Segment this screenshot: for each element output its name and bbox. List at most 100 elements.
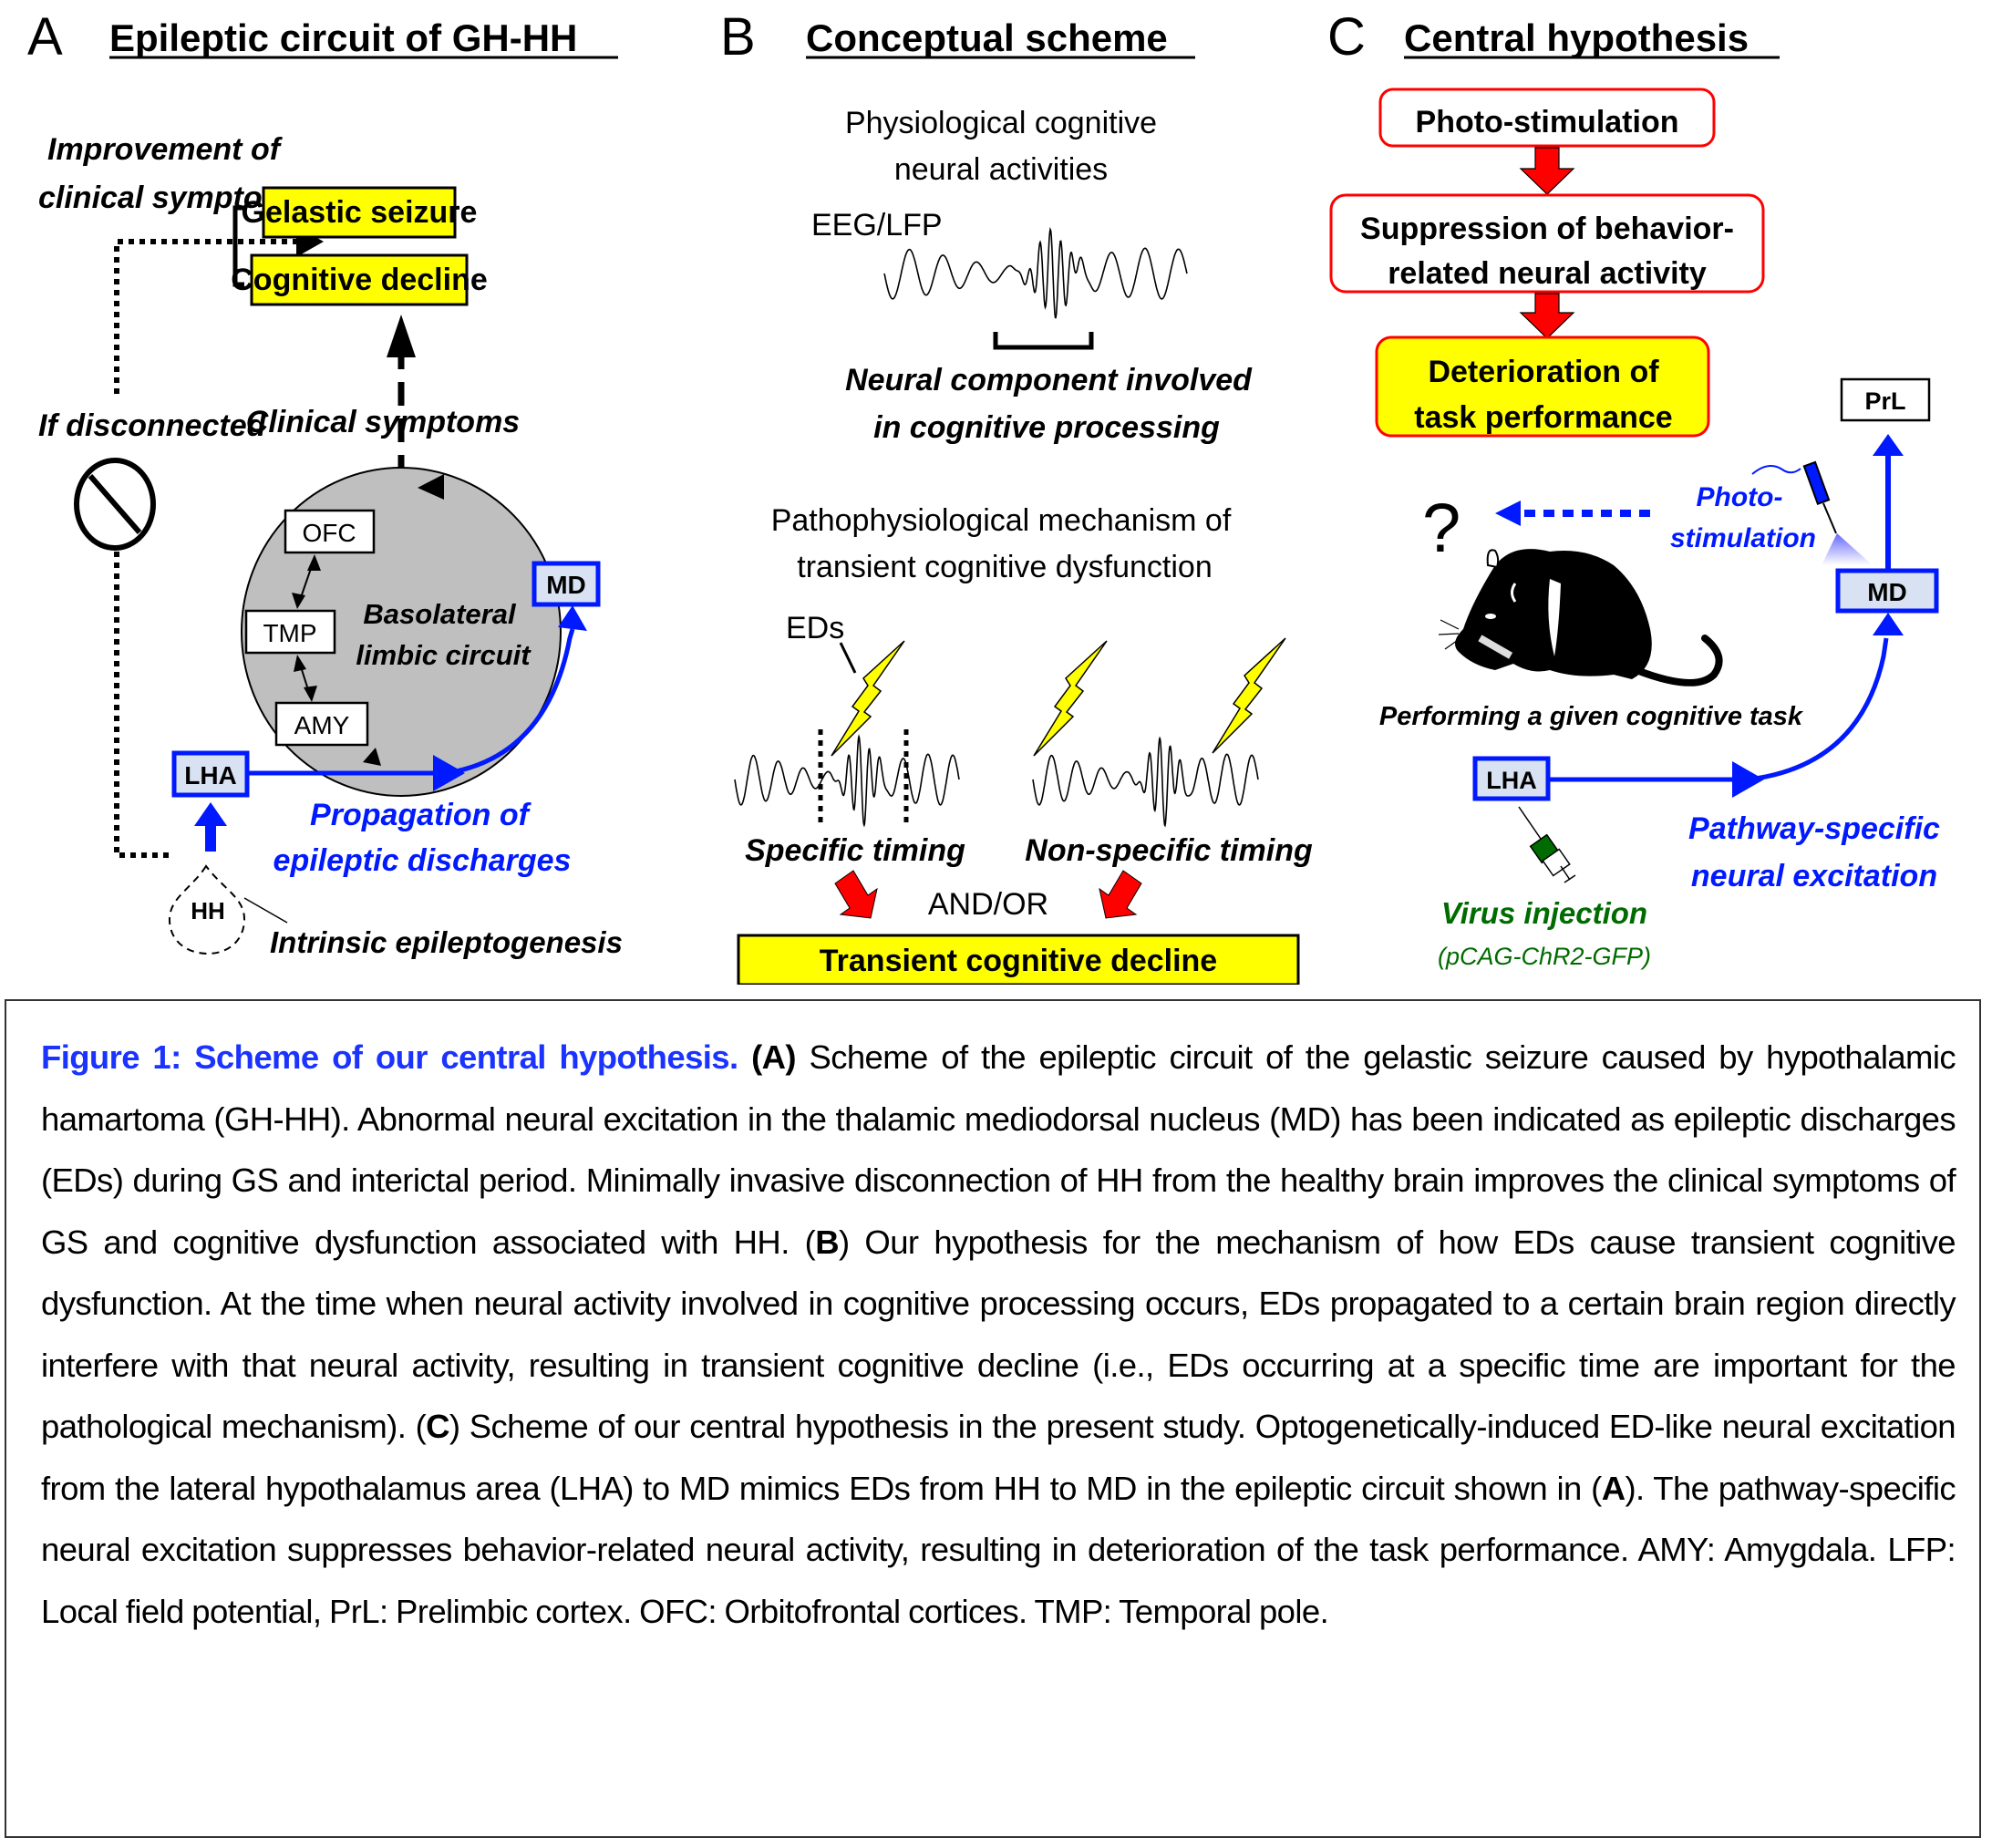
and-or-label: AND/OR [928, 887, 1048, 922]
circuit-label-2: limbic circuit [356, 639, 532, 671]
non-specific-timing-label: Non-specific timing [1025, 833, 1313, 868]
suppression-label-1: Suppression of behavior- [1360, 212, 1734, 246]
lightning-icon-2 [1033, 640, 1108, 757]
neural-component-label-2: in cognitive processing [873, 410, 1220, 445]
propagation-path [247, 628, 575, 776]
eds-pointer-line [839, 642, 857, 674]
caption-text-c: ) Scheme of our central hypothesis in th… [41, 1408, 1956, 1507]
hh-lha-arrow-shaft [205, 824, 216, 852]
figure-caption: Figure 1: Scheme of our central hypothes… [41, 1027, 1956, 1642]
ofc-box: OFC [284, 509, 376, 554]
virus-injection-label: Virus injection [1441, 896, 1647, 930]
tmp-amy-double-arrow [294, 655, 317, 702]
gelastic-seizure-box: Gelastic seizure [242, 186, 478, 239]
syringe-icon [1518, 806, 1576, 883]
panel-c-letter: C [1327, 7, 1366, 67]
intrinsic-pointer-line [243, 897, 288, 924]
suppression-box: Suppression of behavior- related neural … [1329, 193, 1765, 294]
caption-text-a: Scheme of the epileptic circuit of the g… [41, 1038, 1956, 1261]
eeg-waveform-physiological [883, 226, 1188, 319]
optic-fiber-cable [1751, 465, 1801, 475]
photo-effect-arrowhead [1495, 501, 1521, 526]
prohibited-icon [74, 458, 156, 551]
panel-c: C Central hypothesis Photo-stimulation S… [1327, 7, 1940, 970]
clinical-symptoms-arrowhead [387, 315, 416, 357]
physio-label-2: neural activities [894, 152, 1108, 187]
eeg-lfp-label: EEG/LFP [811, 208, 943, 243]
amy-label: AMY [294, 711, 350, 739]
patho-label-1: Pathophysiological mechanism of [771, 503, 1232, 538]
panel-a: A Epileptic circuit of GH-HH Improvement… [27, 7, 623, 959]
lha-box-c: LHA [1472, 756, 1551, 801]
prl-label: PrL [1864, 387, 1905, 415]
photo-stimulation-box-label: Photo-stimulation [1416, 105, 1679, 139]
pathway-label-2: neural excitation [1691, 859, 1937, 893]
prl-box: PrL [1840, 377, 1931, 422]
lightning-icon-3 [1212, 637, 1286, 754]
eeg-waveform-non-specific-timing [1032, 736, 1259, 828]
caption-label-b: B [815, 1223, 839, 1261]
disconnect-dotted-line [114, 552, 169, 858]
panel-a-title: Epileptic circuit of GH-HH [109, 16, 577, 59]
hh-teardrop [168, 864, 246, 955]
md-prl-arrowhead [1873, 434, 1904, 456]
circuit-label-1: Basolateral [363, 598, 517, 630]
hh-label: HH [191, 897, 225, 924]
propagation-mid-arrowhead [433, 755, 465, 791]
ofc-tmp-double-arrow [292, 554, 321, 609]
md-box-c: MD [1835, 568, 1939, 614]
photo-label-1: Photo- [1697, 482, 1783, 512]
photo-stimulation-box: Photo-stimulation [1378, 88, 1716, 148]
panel-b-title: Conceptual scheme [806, 16, 1168, 59]
panel-c-title: Central hypothesis [1404, 16, 1749, 59]
panel-a-letter: A [27, 7, 63, 67]
deterioration-box: Deterioration of task performance [1375, 336, 1710, 438]
suppression-label-2: related neural activity [1388, 256, 1707, 291]
if-disconnected-label: If disconnected [38, 408, 267, 443]
deterioration-label-2: task performance [1414, 400, 1672, 435]
gelastic-seizure-label: Gelastic seizure [242, 195, 478, 230]
panel-b: B Conceptual scheme Physiological cognit… [720, 7, 1313, 985]
intrinsic-label: Intrinsic epileptogenesis [270, 925, 623, 959]
transient-decline-box: Transient cognitive decline [737, 934, 1300, 985]
red-arrow-left [834, 870, 878, 919]
cognitive-decline-label: Cognitive decline [231, 263, 488, 297]
caption-label-c: C [426, 1408, 449, 1445]
performing-task-label: Performing a given cognitive task [1379, 702, 1804, 731]
red-down-arrow-1 [1519, 147, 1575, 195]
symptom-bracket [232, 205, 244, 287]
clinical-symptoms-label: Clinical symptoms [246, 405, 520, 439]
caption-label-a2: A [1601, 1469, 1626, 1507]
neural-component-label-1: Neural component involved [845, 363, 1253, 397]
physio-label-1: Physiological cognitive [845, 106, 1157, 140]
rat-icon [1438, 549, 1723, 687]
cognitive-decline-box: Cognitive decline [231, 253, 488, 306]
md-label-c: MD [1867, 578, 1907, 606]
pathway-md-arrowhead [1873, 613, 1904, 635]
lha-label-a: LHA [184, 761, 237, 790]
md-box-a: MD [532, 561, 601, 607]
improvement-label-1: Improvement of [47, 132, 284, 167]
pathway-label-1: Pathway-specific [1688, 811, 1940, 846]
question-mark-icon: ? [1422, 490, 1460, 567]
pathway-mid-arrowhead [1732, 761, 1764, 798]
propagation-md-arrowhead [558, 605, 587, 631]
eeg-waveform-specific-timing [734, 734, 960, 828]
tmp-box: TMP [244, 609, 336, 655]
specific-timing-label: Specific timing [745, 833, 965, 868]
tmp-label: TMP [263, 619, 316, 647]
photo-label-2: stimulation [1670, 523, 1816, 553]
transient-decline-label: Transient cognitive decline [820, 944, 1217, 978]
circuit-top-arrowhead [418, 474, 444, 500]
propagation-label-2: epileptic discharges [274, 843, 572, 878]
lha-box-a: LHA [171, 750, 250, 798]
eds-label: EDs [786, 611, 844, 645]
neural-component-bracket [993, 332, 1094, 350]
figure-diagram: A Epileptic circuit of GH-HH Improvement… [27, 7, 1940, 985]
hh-lha-arrowhead [194, 802, 227, 826]
lightning-icon-1 [831, 640, 905, 757]
caption-text-b: ) Our hypothesis for the mechanism of ho… [41, 1223, 1956, 1446]
figure-caption-box: Figure 1: Scheme of our central hypothes… [5, 999, 1981, 1838]
md-label-a: MD [546, 571, 586, 599]
deterioration-label-1: Deterioration of [1428, 355, 1659, 389]
